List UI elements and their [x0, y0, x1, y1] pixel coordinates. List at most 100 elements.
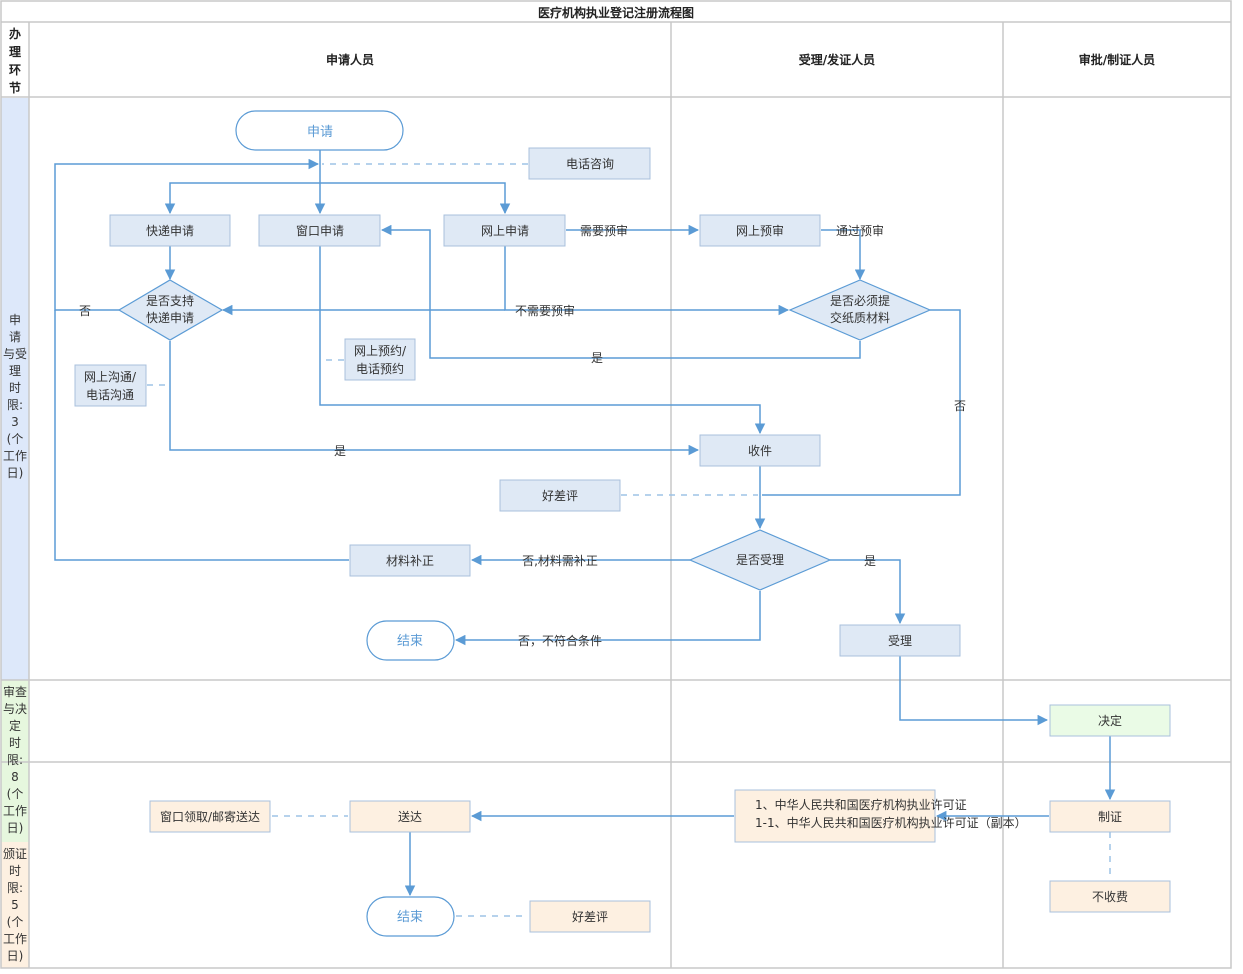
stage-label-char: (个 [7, 787, 24, 801]
diagram-title: 医疗机构执业登记注册流程图 [538, 5, 694, 20]
node-license-line: 1、中华人民共和国医疗机构执业许可证 [755, 797, 967, 812]
stage-bg-accept [1, 98, 29, 680]
node-license [734, 789, 936, 843]
stage-label-char: 5 [11, 898, 19, 912]
node-deliver [349, 800, 471, 833]
stage-label-char: 日) [7, 466, 24, 480]
flow-paper-no [762, 309, 961, 496]
node-good-bad-review2 [529, 900, 651, 933]
flow-paper-yes [380, 224, 861, 359]
node-acceptance-label: 受理 [888, 634, 912, 648]
edge-label-no-supplement: 否,材料需补正 [522, 554, 598, 568]
edge-label-yes2: 是 [334, 444, 346, 458]
stage-label-char: 限: [7, 398, 23, 412]
stage-label-char: 工作 [3, 449, 27, 463]
flow-supplement-loop [54, 310, 349, 561]
stage-label-char: 3 [11, 415, 19, 429]
lane-header-acceptor: 受理/发证人员 [799, 52, 875, 67]
node-receive-label: 收件 [748, 444, 772, 458]
node-deliver-label: 送达 [398, 809, 422, 824]
flow-apply-express [164, 182, 320, 215]
stage-label-issue: 颁证 时 限: 5 (个 工作 日) [3, 846, 27, 963]
stage-label-char: 时 [9, 381, 21, 395]
flow-apply-online [320, 182, 511, 215]
node-online-booking-label: 电话预约 [356, 361, 404, 376]
stage-label-char: 限: [7, 753, 23, 767]
stage-label-char: 日) [7, 949, 24, 963]
node-phone-consult-label: 电话咨询 [566, 156, 614, 171]
node-express-supported [117, 279, 224, 341]
node-receive [699, 434, 821, 467]
edge-label-yes3: 是 [864, 554, 876, 568]
node-window-pickup [149, 800, 271, 833]
flow-accept-end [454, 591, 761, 646]
edge-label-yes1: 是 [591, 351, 603, 365]
node-window-apply [258, 214, 381, 247]
node-license-line: 1-1、中华人民共和国医疗机构执业许可证（副本） [755, 815, 1027, 830]
stage-label-char: 工作 [3, 804, 27, 818]
node-end2 [366, 896, 455, 937]
stage-label-char: 与决 [3, 702, 27, 716]
node-apply-label: 申请 [307, 125, 333, 140]
stage-label-char: 时 [9, 736, 21, 750]
stage-label-char: (个 [7, 915, 24, 929]
stage-header-char: 理 [9, 45, 21, 59]
node-decision-label: 决定 [1098, 713, 1122, 728]
edge-label-no2: 否 [954, 399, 966, 413]
edge-label-pass-precheck: 通过预审 [836, 223, 884, 238]
node-paper-required-label: 是否必须提 [830, 293, 890, 308]
stage-label-char: 与受 [3, 347, 27, 361]
edge-label-no1: 否 [79, 304, 91, 318]
stage-header: 办 理 环 节 [9, 26, 21, 95]
stage-label-char: 请 [9, 330, 21, 344]
stage-label-char: 限: [7, 881, 23, 895]
flow-precheck-pass [821, 229, 866, 281]
stage-label-char: 理 [9, 364, 21, 378]
node-make-license [1049, 800, 1171, 833]
stage-label-review: 审查 与决 定 时 限: 8 (个 工作 日) [3, 684, 27, 835]
node-online-precheck [699, 214, 821, 247]
node-good-bad-review-label: 好差评 [542, 489, 578, 503]
node-accepted-label: 是否受理 [736, 553, 784, 567]
node-supplement [349, 544, 471, 577]
flow-express-yes [169, 341, 700, 456]
node-online-comm-label: 网上沟通/ [84, 370, 137, 384]
node-paper-required [788, 279, 932, 341]
node-phone-consult [528, 147, 651, 180]
node-express-apply [109, 214, 231, 247]
stage-label-char: 审查 [3, 684, 27, 699]
lane-header-applicant: 申请人员 [326, 52, 374, 67]
node-window-apply-label: 窗口申请 [296, 224, 344, 238]
stage-bg-review [1, 680, 29, 842]
edge-label-no-unqualified: 否，不符合条件 [518, 633, 602, 648]
stage-label-char: 日) [7, 821, 24, 835]
stage-label-char: 申 [9, 313, 21, 327]
node-end2-label: 结束 [397, 910, 423, 925]
node-good-bad-review [499, 479, 621, 512]
stage-label-char: 时 [9, 864, 21, 878]
stage-bg-issue [1, 842, 29, 968]
lane-header-approver: 审批/制证人员 [1079, 52, 1155, 67]
node-online-apply [443, 214, 566, 247]
node-paper-required-label: 交纸质材料 [830, 310, 890, 325]
stage-header-char: 环 [9, 63, 21, 77]
stage-label-accept: 申 请 与受 理 时 限: 3 (个 工作 日) [3, 313, 27, 480]
node-acceptance [839, 624, 961, 657]
node-window-pickup-label: 窗口领取/邮寄送达 [160, 809, 260, 824]
flow-express-no [54, 158, 320, 311]
node-apply [235, 110, 404, 151]
flow-no-precheck [504, 246, 790, 316]
stage-label-char: (个 [7, 432, 24, 446]
stage-header-char: 办 [9, 26, 21, 41]
flow-accept-yes [830, 559, 906, 625]
node-good-bad-review2-label: 好差评 [572, 910, 608, 924]
node-no-fee [1049, 880, 1171, 913]
node-online-comm [74, 364, 147, 407]
node-end-label: 结束 [397, 634, 423, 649]
node-accepted [688, 529, 832, 591]
node-make-license-label: 制证 [1098, 810, 1122, 824]
connectors [54, 150, 1116, 917]
flow-window-receive [319, 246, 766, 435]
stage-label-char: 8 [11, 770, 19, 784]
